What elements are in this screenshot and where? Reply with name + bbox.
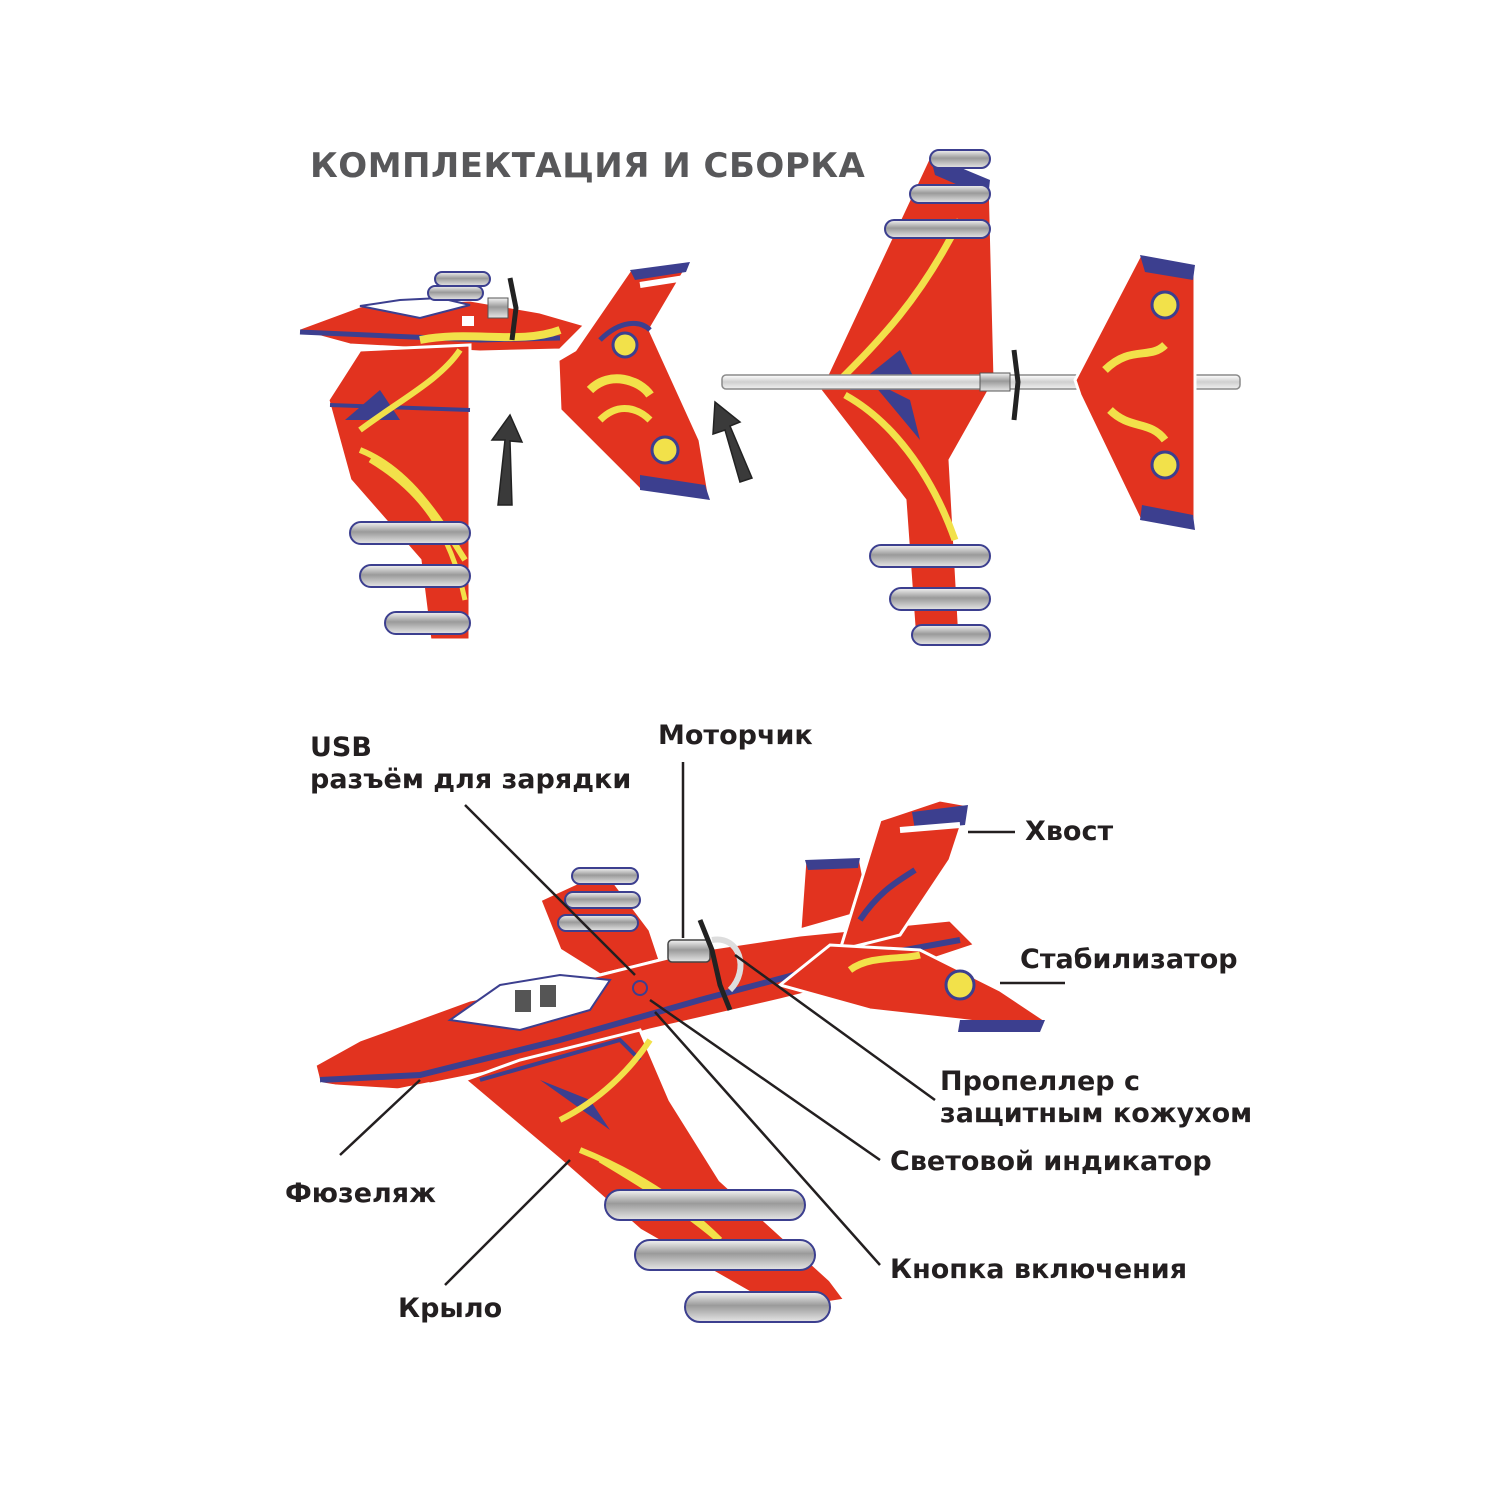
leader-lines — [339, 762, 1065, 1286]
part-assembled-perspective — [313, 798, 1047, 1323]
label-usb-line1: USB — [310, 732, 372, 763]
label-propeller-line2: защитным кожухом — [940, 1098, 1253, 1129]
missile-rack-small — [427, 271, 491, 301]
missile-rack-front-wing — [604, 1189, 831, 1323]
label-fuselage: Фюзеляж — [285, 1178, 437, 1209]
missile-rack-left-wing — [349, 521, 471, 635]
part-fuselage-side — [290, 271, 588, 354]
missile-rack-top-wing-upper — [884, 149, 991, 239]
part-assembled-top-view — [721, 149, 1241, 646]
leader-line-fuselage — [339, 1079, 421, 1156]
page-title: КОМПЛЕКТАЦИЯ И СБОРКА — [310, 146, 866, 186]
label-wing: Крыло — [398, 1293, 503, 1324]
leader-line-light — [649, 998, 881, 1162]
label-light-indicator: Световой индикатор — [890, 1146, 1212, 1177]
label-tail: Хвост — [1025, 816, 1114, 847]
label-usb-connector: USB разъём для зарядки — [310, 732, 631, 796]
leader-line-wing — [444, 1159, 571, 1286]
assembly-arrow-2 — [712, 400, 754, 483]
missile-rack-back-wing — [557, 867, 641, 932]
missile-rack-top-wing-lower — [869, 544, 991, 646]
label-propeller-line1: Пропеллер с — [940, 1066, 1141, 1097]
leader-line-power — [654, 1011, 881, 1266]
assembly-arrow-1 — [490, 413, 524, 506]
part-wing-left — [326, 343, 472, 642]
label-power-button: Кнопка включения — [890, 1254, 1188, 1285]
label-stabilizer: Стабилизатор — [1020, 944, 1238, 975]
label-usb-line2: разъём для зарядки — [310, 764, 632, 795]
leader-line-propeller — [734, 953, 936, 1102]
label-propeller: Пропеллер с защитным кожухом — [940, 1066, 1252, 1130]
leader-line-usb — [464, 804, 636, 976]
label-motor: Моторчик — [658, 720, 813, 751]
part-tail-section — [556, 260, 712, 502]
